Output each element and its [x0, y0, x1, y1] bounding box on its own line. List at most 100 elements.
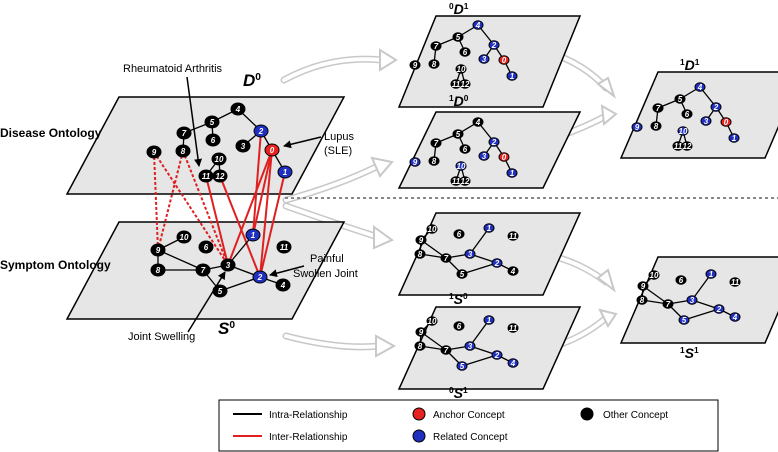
- legend-other-dot: [580, 407, 594, 421]
- concept-node: [459, 144, 471, 154]
- concept-node: [230, 102, 246, 116]
- concept-node-number: 11: [452, 177, 461, 186]
- intra-edge: [683, 308, 720, 321]
- concept-node: [456, 269, 468, 279]
- concept-node-number: 6: [457, 322, 462, 331]
- concept-node: [491, 350, 503, 360]
- concept-node: [483, 223, 495, 233]
- concept-node: [277, 165, 293, 179]
- concept-node: [498, 152, 510, 162]
- concept-node-number: 8: [156, 266, 161, 275]
- transition-arrow-inner: [282, 57, 384, 82]
- concept-node: [440, 345, 452, 355]
- concept-node: [253, 124, 269, 138]
- concept-node: [430, 41, 442, 51]
- concept-node: [483, 315, 495, 325]
- concept-node-number: 2: [491, 41, 497, 50]
- concept-node-number: 4: [510, 359, 516, 368]
- plane-1D0: [397, 111, 582, 189]
- concept-node: [459, 176, 471, 186]
- concept-node: [705, 269, 717, 279]
- concept-node-number: 7: [444, 254, 449, 263]
- painful-swollen-pointer-arrow: [269, 265, 305, 278]
- concept-node-number: 10: [428, 225, 437, 234]
- concept-node-number: 12: [461, 80, 470, 89]
- ra-pointer-arrow: [186, 76, 203, 167]
- concept-node-number: 9: [635, 123, 640, 132]
- concept-node-number: 3: [704, 117, 709, 126]
- concept-node-number: 10: [180, 233, 189, 242]
- concept-node: [426, 316, 438, 326]
- concept-node: [453, 229, 465, 239]
- intra-edge: [461, 262, 498, 275]
- concept-node: [212, 284, 228, 298]
- intra-edge: [469, 227, 490, 255]
- inter-edge: [259, 171, 286, 278]
- concept-node: [710, 102, 722, 112]
- concept-node-number: 8: [432, 157, 437, 166]
- concept-node-number: 1: [487, 224, 492, 233]
- concept-node: [150, 243, 166, 257]
- concept-node-number: 9: [152, 148, 157, 157]
- concept-node-number: 6: [685, 110, 690, 119]
- plane-label-1S0: 1S0: [449, 291, 468, 307]
- concept-node: [176, 230, 192, 244]
- legend-inter-label: Inter-Relationship: [269, 432, 348, 443]
- concept-node: [205, 133, 221, 147]
- concept-node: [472, 20, 484, 30]
- plane-1S1: [619, 256, 778, 344]
- transition-arrow-inner: [284, 334, 382, 349]
- concept-node-number: 1: [283, 168, 288, 177]
- transition-arrowhead: [596, 76, 616, 99]
- inter-edge: [259, 149, 273, 278]
- concept-node: [409, 157, 421, 167]
- concept-node: [728, 133, 740, 143]
- concept-node: [146, 145, 162, 159]
- concept-node-number: 3: [482, 55, 487, 64]
- plane-1S0: [397, 212, 582, 296]
- concept-node-number: 12: [216, 172, 225, 181]
- lupus-label: Lupus: [324, 131, 354, 143]
- plane-label-1S1: 1S1: [680, 345, 699, 361]
- concept-node: [275, 278, 291, 292]
- concept-node: [488, 137, 500, 147]
- concept-node: [452, 32, 464, 42]
- concept-node: [252, 270, 268, 284]
- concept-node: [650, 121, 662, 131]
- concept-node: [677, 126, 689, 136]
- plane-D0: [65, 96, 346, 195]
- concept-node-number: 4: [280, 281, 286, 290]
- concept-node-number: 7: [182, 129, 187, 138]
- inter-edge: [252, 130, 262, 236]
- concept-node-number: 8: [181, 147, 186, 156]
- concept-node: [428, 59, 440, 69]
- joint-swelling-pointer-arrow: [187, 271, 226, 333]
- concept-node: [198, 240, 214, 254]
- concept-node-number: 9: [419, 236, 424, 245]
- concept-node-number: 0: [724, 118, 729, 127]
- concept-node-number: 8: [654, 122, 659, 131]
- concept-node-number: 9: [156, 246, 161, 255]
- concept-node-number: 2: [713, 103, 719, 112]
- plane-label-1D0: 1D0: [449, 93, 469, 109]
- concept-node: [464, 341, 476, 351]
- concept-node-number: 8: [418, 342, 423, 351]
- legend-anchor-dot: [412, 407, 426, 421]
- concept-node: [415, 327, 427, 337]
- concept-node-number: 6: [211, 136, 216, 145]
- concept-node-number: 12: [461, 177, 470, 186]
- concept-node-number: 6: [679, 276, 684, 285]
- transition-arrowhead: [379, 48, 398, 72]
- concept-node: [491, 258, 503, 268]
- concept-node-number: 8: [418, 250, 423, 259]
- concept-node: [681, 141, 693, 151]
- concept-node: [652, 103, 664, 113]
- concept-node: [720, 117, 732, 127]
- legend-related-dot: [412, 429, 426, 443]
- concept-node-number: 11: [674, 142, 683, 151]
- plane-label-0S1: 0S1: [449, 385, 468, 401]
- concept-node-number: 11: [280, 243, 289, 252]
